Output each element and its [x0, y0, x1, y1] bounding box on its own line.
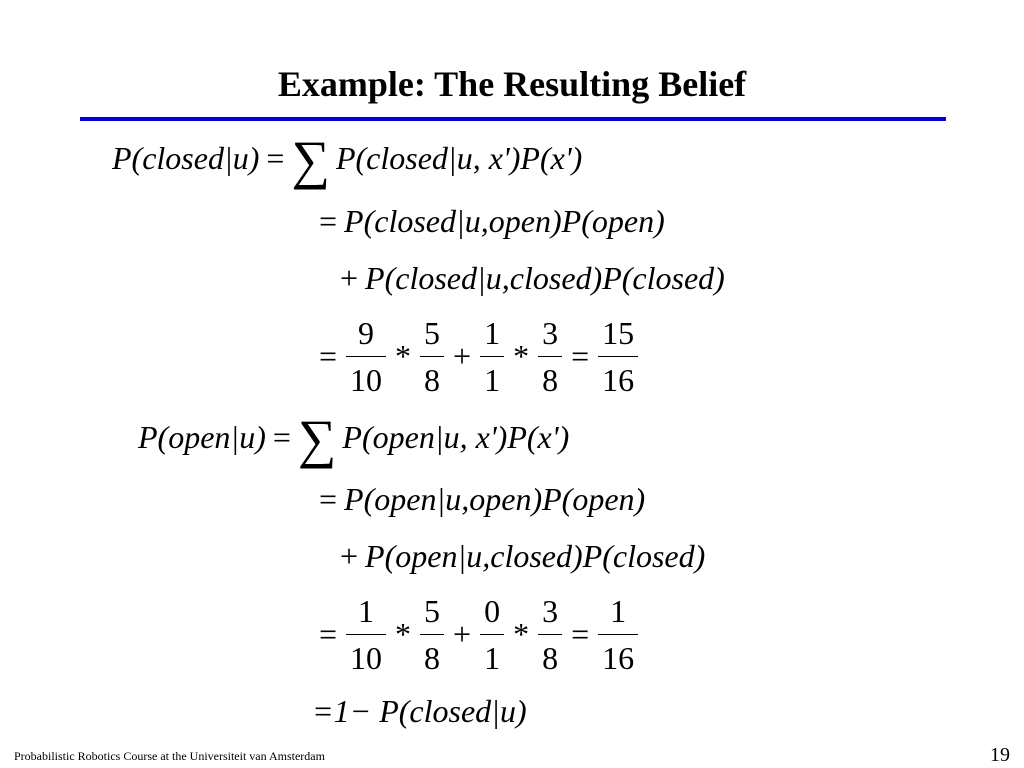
fraction-bar — [480, 633, 505, 635]
open-expand-equals: = — [319, 481, 338, 517]
equation-open-expand-closed: + P(open|u,closed)P(closed) — [333, 525, 705, 587]
final-expression: =1− P(closed|u) — [312, 693, 527, 729]
result-equals: = — [571, 616, 590, 652]
fraction-denominator: 10 — [350, 361, 383, 398]
fraction: 5 8 — [420, 314, 445, 399]
closed-expand-closed-term: P(closed|u,closed)P(closed) — [365, 260, 725, 296]
fraction-numerator: 3 — [542, 314, 559, 351]
equation-open-values: = 1 10 * 5 8 + 0 1 * 3 8 = 1 16 — [312, 592, 640, 677]
equation-closed-expand-closed: + P(closed|u,closed)P(closed) — [333, 247, 725, 309]
title-underline — [80, 117, 946, 121]
slide-title: Example: The Resulting Belief — [277, 64, 747, 104]
open-equals: = — [272, 419, 291, 455]
closed-values-equals: = — [319, 338, 338, 374]
closed-rhs: P(closed|u, x')P(x') — [335, 140, 583, 176]
fraction-bar — [346, 355, 387, 357]
fraction-denominator: 16 — [602, 639, 635, 676]
fraction-numerator: 1 — [358, 592, 375, 629]
multiply-sign: * — [395, 338, 412, 374]
fraction-numerator: 15 — [602, 314, 635, 351]
fraction-numerator: 0 — [484, 592, 501, 629]
fraction-numerator: 3 — [542, 592, 559, 629]
fraction-numerator: 1 — [610, 592, 627, 629]
fraction: 9 10 — [346, 314, 387, 399]
plus-sign: + — [453, 338, 472, 374]
summation-icon: ∑ — [297, 409, 337, 469]
fraction-bar — [598, 633, 639, 635]
closed-expand-plus: + — [340, 260, 359, 296]
result-fraction: 15 16 — [598, 314, 639, 399]
fraction-numerator: 5 — [424, 314, 441, 351]
result-equals: = — [571, 338, 590, 374]
fraction: 5 8 — [420, 592, 445, 677]
open-lhs: P(open|u) — [138, 419, 266, 455]
fraction-denominator: 8 — [424, 361, 441, 398]
fraction-denominator: 8 — [542, 361, 559, 398]
fraction: 1 1 — [480, 314, 505, 399]
open-expand-open-term: P(open|u,open)P(open) — [344, 481, 646, 517]
fraction-bar — [420, 633, 445, 635]
fraction-denominator: 1 — [484, 639, 501, 676]
fraction-numerator: 1 — [484, 314, 501, 351]
fraction-denominator: 16 — [602, 361, 635, 398]
fraction-denominator: 10 — [350, 639, 383, 676]
multiply-sign: * — [513, 338, 530, 374]
summation-icon: ∑ — [291, 130, 330, 190]
fraction-denominator: 8 — [424, 639, 441, 676]
multiply-sign: * — [395, 616, 412, 652]
fraction-bar — [480, 355, 505, 357]
closed-lhs: P(closed|u) — [112, 140, 260, 176]
open-rhs: P(open|u, x')P(x') — [342, 419, 570, 455]
result-fraction: 1 16 — [598, 592, 639, 677]
slide-page-number: 19 — [990, 744, 1010, 766]
plus-sign: + — [453, 616, 472, 652]
fraction-bar — [346, 633, 387, 635]
fraction-denominator: 8 — [542, 639, 559, 676]
equation-closed-expand-open: = P(closed|u,open)P(open) — [312, 190, 665, 252]
fraction: 1 10 — [346, 592, 387, 677]
equation-closed-values: = 9 10 * 5 8 + 1 1 * 3 8 = 15 16 — [312, 314, 640, 399]
equation-final: =1− P(closed|u) — [312, 680, 527, 742]
equation-open-sum: P(open|u) = ∑ P(open|u, x')P(x') — [138, 406, 569, 468]
closed-equals: = — [266, 140, 285, 176]
open-expand-plus: + — [340, 538, 359, 574]
fraction-numerator: 5 — [424, 592, 441, 629]
fraction-bar — [538, 355, 563, 357]
fraction-bar — [538, 633, 563, 635]
footer-course-text: Probabilistic Robotics Course at the Uni… — [14, 749, 325, 763]
closed-expand-equals: = — [319, 203, 338, 239]
multiply-sign: * — [513, 616, 530, 652]
equation-open-expand-open: = P(open|u,open)P(open) — [312, 468, 645, 530]
fraction-denominator: 1 — [484, 361, 501, 398]
fraction: 3 8 — [538, 592, 563, 677]
closed-expand-open-term: P(closed|u,open)P(open) — [344, 203, 665, 239]
fraction-numerator: 9 — [358, 314, 375, 351]
fraction-bar — [598, 355, 639, 357]
open-values-equals: = — [319, 616, 338, 652]
fraction: 3 8 — [538, 314, 563, 399]
fraction-bar — [420, 355, 445, 357]
equation-closed-sum: P(closed|u) = ∑ P(closed|u, x')P(x') — [112, 127, 582, 189]
fraction: 0 1 — [480, 592, 505, 677]
open-expand-closed-term: P(open|u,closed)P(closed) — [365, 538, 706, 574]
